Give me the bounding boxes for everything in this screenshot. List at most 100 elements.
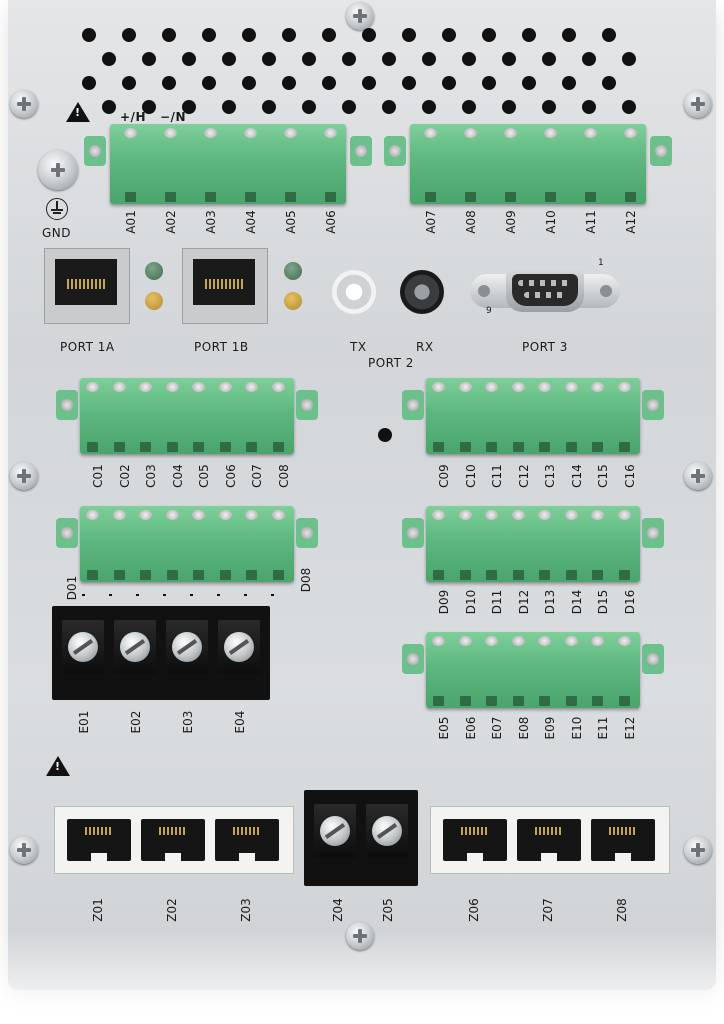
terminal-screw[interactable]: [591, 382, 604, 392]
terminal-slot: [505, 192, 516, 202]
fiber-tx-connector[interactable]: [332, 270, 376, 314]
terminal-block-e-right[interactable]: [402, 632, 664, 708]
terminal-screw[interactable]: [245, 382, 258, 392]
terminal-screw[interactable]: [164, 128, 177, 138]
terminal-screw[interactable]: [617, 636, 631, 646]
terminal-block-d-left[interactable]: [56, 506, 318, 582]
terminal-block-c-right[interactable]: [402, 378, 664, 454]
rj-port-z01[interactable]: [67, 819, 131, 861]
terminal-screw[interactable]: [485, 510, 498, 520]
rj-port-z03[interactable]: [215, 819, 279, 861]
terminal-screw[interactable]: [271, 510, 285, 520]
terminal-screw[interactable]: [538, 382, 551, 392]
terminal-screw[interactable]: [424, 128, 437, 138]
terminal-screw[interactable]: [511, 636, 525, 646]
vent-hole: [322, 28, 336, 42]
terminal-slot: [246, 570, 257, 580]
rj-port-z08[interactable]: [591, 819, 655, 861]
vent-hole: [82, 76, 96, 90]
mount-screw-right-top: [684, 90, 712, 118]
rj-port-z07[interactable]: [517, 819, 581, 861]
terminal-screw[interactable]: [204, 128, 217, 138]
terminal-block-d-right[interactable]: [402, 506, 664, 582]
port-1b-label: PORT 1B: [194, 340, 249, 354]
terminal-screw[interactable]: [458, 510, 472, 520]
vent-hole: [482, 76, 496, 90]
terminal-screw[interactable]: [324, 128, 337, 138]
terminal-block-a-right[interactable]: [384, 124, 672, 204]
power-terminal-z[interactable]: [304, 790, 418, 886]
terminal-screw[interactable]: [271, 382, 285, 392]
terminal-label-d: D09: [437, 589, 451, 615]
terminal-screw[interactable]: [124, 128, 137, 138]
terminal-screw[interactable]: [245, 510, 258, 520]
ground-bolt[interactable]: [38, 150, 78, 190]
terminal-screw[interactable]: [284, 128, 297, 138]
terminal-screw[interactable]: [485, 382, 498, 392]
terminal-screw[interactable]: [538, 636, 551, 646]
terminal-screw[interactable]: [244, 128, 257, 138]
terminal-slot: [325, 192, 336, 202]
ethernet-port-1a[interactable]: [44, 248, 130, 324]
vent-hole: [382, 100, 396, 114]
terminal-screw[interactable]: [564, 382, 578, 392]
terminal-screw[interactable]: [617, 382, 631, 392]
terminal-slot: [193, 570, 204, 580]
rj-port-z06[interactable]: [443, 819, 507, 861]
terminal-screw[interactable]: [432, 636, 445, 646]
vent-hole: [522, 28, 536, 42]
terminal-label-e: E04: [233, 710, 247, 734]
terminal-screw[interactable]: [432, 382, 445, 392]
terminal-screw[interactable]: [591, 636, 604, 646]
terminal-screw[interactable]: [192, 382, 205, 392]
terminal-screw[interactable]: [112, 382, 126, 392]
terminal-screw[interactable]: [617, 510, 631, 520]
terminal-screw[interactable]: [218, 510, 232, 520]
terminal-block-a-left[interactable]: [84, 124, 372, 204]
rj-port-z02[interactable]: [141, 819, 205, 861]
terminal-screw[interactable]: [139, 510, 152, 520]
terminal-screw[interactable]: [192, 510, 205, 520]
terminal-slot: [486, 442, 497, 452]
vent-hole: [362, 28, 376, 42]
terminal-screw[interactable]: [218, 382, 232, 392]
terminal-slot: [565, 570, 577, 580]
fiber-rx-connector[interactable]: [400, 270, 444, 314]
terminal-screw[interactable]: [511, 382, 525, 392]
terminal-screw[interactable]: [591, 510, 604, 520]
terminal-screw[interactable]: [165, 382, 179, 392]
mount-screw-right-mid: [684, 462, 712, 490]
terminal-screw[interactable]: [624, 128, 637, 138]
terminal-screw[interactable]: [584, 128, 597, 138]
status-indicator-dot: [378, 428, 392, 442]
terminal-screw[interactable]: [432, 510, 445, 520]
terminal-block-c-left[interactable]: [56, 378, 318, 454]
terminal-screw[interactable]: [538, 510, 551, 520]
terminal-screw[interactable]: [139, 382, 152, 392]
terminal-label-d: D16: [622, 589, 637, 615]
terminal-screw[interactable]: [165, 510, 179, 520]
power-terminal-e[interactable]: [52, 606, 270, 700]
terminal-screw[interactable]: [564, 510, 578, 520]
terminal-screw[interactable]: [564, 636, 578, 646]
terminal-screw[interactable]: [504, 128, 517, 138]
vent-hole: [242, 28, 256, 42]
terminal-slot: [246, 442, 257, 452]
terminal-screw[interactable]: [544, 128, 557, 138]
terminal-label-d: D12: [516, 589, 531, 615]
ethernet-port-1b[interactable]: [182, 248, 268, 324]
terminal-screw[interactable]: [458, 382, 472, 392]
terminal-screw[interactable]: [464, 128, 477, 138]
vent-hole: [622, 52, 636, 66]
vent-hole: [522, 76, 536, 90]
terminal-screw[interactable]: [485, 636, 498, 646]
mount-screw-left-top: [10, 90, 38, 118]
terminal-screw[interactable]: [86, 510, 99, 520]
terminal-screw[interactable]: [112, 510, 126, 520]
serial-db9-port-3[interactable]: [470, 266, 620, 314]
terminal-screw[interactable]: [86, 382, 99, 392]
terminal-screw[interactable]: [458, 636, 472, 646]
terminal-screw[interactable]: [511, 510, 525, 520]
terminal-slot: [140, 442, 151, 452]
port-label-z: Z02: [165, 898, 179, 922]
